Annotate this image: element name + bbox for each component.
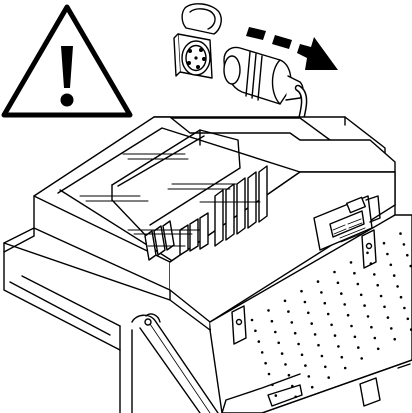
- air-hole: [287, 373, 291, 377]
- air-hole: [369, 262, 373, 265]
- air-hole: [333, 270, 336, 274]
- air-hole: [320, 354, 324, 358]
- air-hole: [317, 343, 320, 347]
- air-hole: [392, 274, 396, 277]
- air-hole: [254, 329, 257, 333]
- paper-cutting-machine: [3, 116, 412, 413]
- air-hole: [409, 328, 412, 331]
- air-hole: [356, 282, 360, 286]
- air-table-holes: [250, 232, 412, 399]
- air-hole: [304, 364, 307, 367]
- air-hole: [310, 322, 314, 325]
- air-hole: [260, 351, 264, 354]
- air-hole: [307, 311, 310, 315]
- air-hole: [386, 316, 390, 319]
- air-hole: [274, 330, 277, 334]
- air-hole: [373, 273, 376, 276]
- air-hole: [343, 366, 347, 370]
- air-hole: [389, 263, 393, 267]
- air-hole: [287, 310, 290, 313]
- air-hole: [406, 317, 410, 321]
- air-hole: [277, 341, 281, 345]
- air-hole: [343, 303, 347, 306]
- air-hole: [291, 384, 294, 388]
- air-hole: [267, 309, 270, 312]
- air-hole: [353, 271, 356, 275]
- warning-triangle-icon: [1, 4, 133, 118]
- air-hole: [270, 319, 274, 323]
- air-hole: [300, 353, 304, 357]
- air-hole: [376, 347, 380, 351]
- dashed-arrow-right-icon: [246, 27, 338, 70]
- air-hole: [366, 315, 370, 318]
- air-hole: [340, 292, 343, 295]
- air-hole: [307, 375, 311, 378]
- air-hole: [406, 253, 409, 257]
- air-hole: [326, 312, 330, 316]
- air-hole: [399, 295, 403, 299]
- air-hole: [396, 285, 399, 288]
- air-hole: [386, 252, 389, 256]
- air-hole: [359, 293, 363, 297]
- air-hole: [366, 251, 369, 255]
- air-hole: [280, 352, 284, 355]
- air-hole: [320, 291, 323, 294]
- air-hole: [310, 385, 314, 389]
- air-hole: [357, 346, 360, 349]
- air-hole: [333, 334, 337, 337]
- air-hole: [402, 243, 406, 246]
- air-hole: [283, 299, 287, 303]
- air-hole: [290, 321, 294, 324]
- air-hole: [316, 280, 320, 283]
- air-hole: [303, 300, 307, 304]
- air-hole: [370, 325, 373, 329]
- air-hole: [300, 289, 303, 293]
- air-hole: [409, 264, 412, 268]
- air-hole: [271, 383, 274, 387]
- air-hole: [390, 327, 393, 330]
- air-hole: [257, 340, 261, 343]
- air-hole: [360, 357, 364, 360]
- air-hole: [363, 304, 366, 307]
- air-hole: [403, 306, 406, 310]
- air-hole: [336, 281, 340, 285]
- air-hole: [293, 331, 297, 335]
- air-hole: [393, 337, 397, 341]
- air-hole: [313, 333, 317, 336]
- air-hole: [297, 342, 300, 346]
- air-hole: [337, 345, 340, 348]
- air-hole: [323, 301, 327, 305]
- air-hole: [267, 372, 271, 376]
- air-hole: [382, 241, 386, 245]
- air-hole: [353, 335, 357, 339]
- air-hole: [294, 395, 298, 399]
- air-hole: [340, 355, 344, 359]
- air-hole: [284, 363, 287, 366]
- air-hole: [346, 313, 350, 317]
- air-hole: [350, 324, 353, 328]
- air-hole: [264, 361, 267, 365]
- air-hole: [274, 394, 278, 397]
- air-hole: [330, 323, 333, 327]
- air-hole: [379, 294, 383, 298]
- air-hole: [376, 283, 380, 287]
- air-hole: [383, 305, 386, 309]
- air-hole: [324, 365, 327, 369]
- air-hole: [399, 232, 402, 235]
- air-hole: [349, 261, 353, 264]
- air-hole: [250, 318, 254, 322]
- air-hole: [327, 376, 331, 379]
- air-hole: [373, 336, 377, 340]
